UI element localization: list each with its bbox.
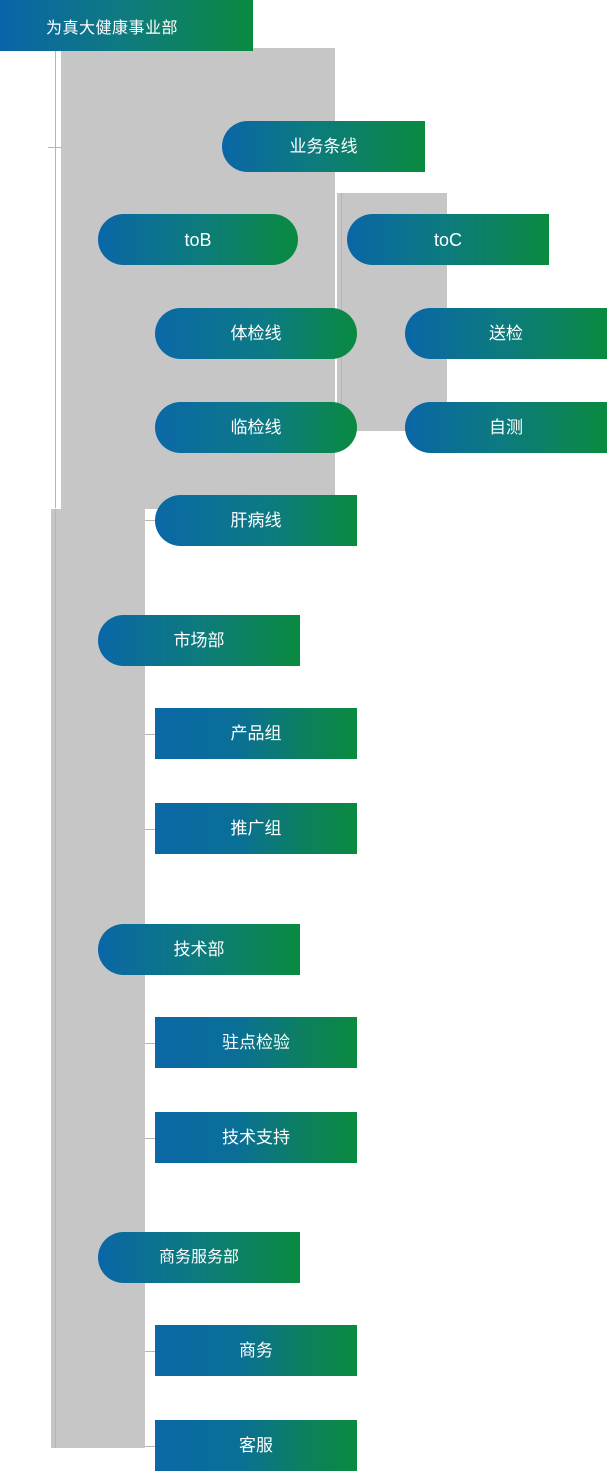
connector-tick-liver-disease	[145, 520, 157, 521]
connector-tick-product-group	[145, 734, 157, 735]
node-tech-dept-label: 技术部	[173, 940, 225, 959]
node-marketing-dept-label: 市场部	[173, 631, 225, 650]
node-send-inspection[interactable]: 送检	[405, 308, 607, 359]
connector-tick-business-line	[48, 147, 62, 148]
node-send-inspection-label: 送检	[489, 324, 523, 343]
node-promotion-group[interactable]: 推广组	[155, 803, 357, 854]
connector-trunk-upper	[55, 51, 56, 508]
node-tech-dept[interactable]: 技术部	[98, 924, 300, 975]
node-product-group-label: 产品组	[230, 724, 282, 743]
node-business-service[interactable]: 商务服务部	[98, 1232, 300, 1283]
node-product-group[interactable]: 产品组	[155, 708, 357, 759]
node-business-service-label: 商务服务部	[158, 1248, 239, 1266]
connector-tick-promotion-group	[145, 829, 157, 830]
page-title: 为真大健康事业部	[46, 19, 179, 37]
node-liver-disease[interactable]: 肝病线	[155, 495, 357, 546]
connector-tick-business	[145, 1351, 157, 1352]
node-business-line-label: 业务条线	[289, 137, 358, 156]
node-self-test-label: 自测	[489, 418, 523, 437]
node-business-line[interactable]: 业务条线	[222, 121, 425, 172]
connector-tick-customer-service	[145, 1446, 157, 1447]
node-liver-disease-label: 肝病线	[230, 511, 282, 530]
node-tob-label: toB	[184, 229, 212, 250]
node-tech-support-label: 技术支持	[222, 1128, 290, 1147]
node-customer-service-label: 客服	[239, 1436, 273, 1455]
node-business-label: 商务	[239, 1341, 273, 1360]
node-self-test[interactable]: 自测	[405, 402, 607, 453]
connector-trunk-lower	[55, 509, 56, 1448]
connector-tick-tech-support	[145, 1138, 157, 1139]
node-marketing-dept[interactable]: 市场部	[98, 615, 300, 666]
connector-tick-onsite-inspection	[145, 1043, 157, 1044]
node-onsite-inspection-label: 驻点检验	[222, 1033, 290, 1052]
node-business[interactable]: 商务	[155, 1325, 357, 1376]
node-toc-label: toC	[433, 229, 462, 250]
node-physical-exam[interactable]: 体检线	[155, 308, 357, 359]
node-tob[interactable]: toB	[98, 214, 298, 265]
node-clinical-exam[interactable]: 临检线	[155, 402, 357, 453]
node-customer-service[interactable]: 客服	[155, 1420, 357, 1471]
org-root-title-bar[interactable]: 为真大健康事业部	[0, 0, 253, 51]
node-tech-support[interactable]: 技术支持	[155, 1112, 357, 1163]
node-promotion-group-label: 推广组	[230, 819, 282, 838]
node-clinical-exam-label: 临检线	[230, 418, 282, 437]
node-toc[interactable]: toC	[347, 214, 549, 265]
node-physical-exam-label: 体检线	[230, 324, 282, 343]
node-onsite-inspection[interactable]: 驻点检验	[155, 1017, 357, 1068]
